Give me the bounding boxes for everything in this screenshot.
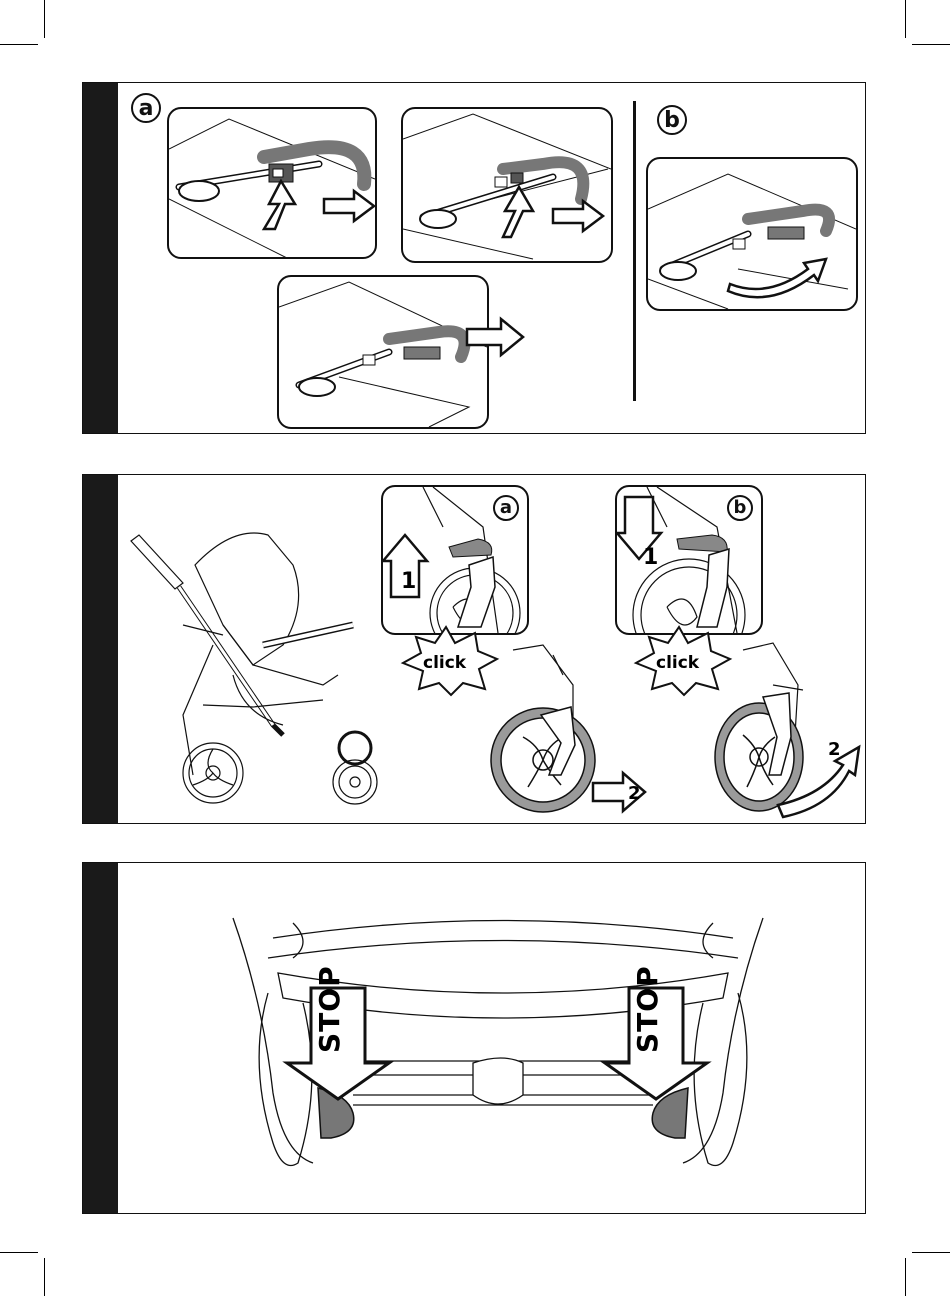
handlebar-pull-drawing — [279, 277, 487, 427]
stop-label-right: STOP — [631, 993, 664, 1053]
step-number-2a: 2 — [628, 783, 641, 804]
crop-mark-bottom-right-h — [912, 1252, 950, 1253]
panel-side-bar — [83, 83, 118, 433]
illustration-press-button-2 — [401, 107, 613, 263]
click-label-b: click — [656, 653, 699, 673]
illustration-pull-handlebar — [277, 275, 489, 429]
illustration-rotate-handlebar — [646, 157, 858, 311]
step-number-2b: 2 — [828, 739, 841, 760]
crop-mark-top-left-h — [0, 44, 38, 45]
inset-badge-b: b — [727, 495, 753, 521]
inset-badge-a: a — [493, 495, 519, 521]
handlebar-press-drawing-2 — [403, 109, 611, 261]
illustration-lever-up: a 1 — [381, 485, 529, 635]
stop-label-left: STOP — [313, 993, 346, 1053]
step-badge-b: b — [657, 105, 687, 135]
crop-mark-top-right-v — [905, 0, 906, 38]
click-label-a: click — [423, 653, 466, 673]
step-badge-a: a — [131, 93, 161, 123]
crop-mark-top-left-v — [44, 0, 45, 38]
panel-brake-stop: STOP STOP — [82, 862, 866, 1214]
panel-front-wheel-swivel: a 1 b 1 click click — [82, 474, 866, 824]
step-number-1b: 1 — [643, 545, 658, 570]
handlebar-press-drawing-1 — [169, 109, 375, 257]
section-divider — [633, 101, 636, 401]
crop-mark-bottom-left-v — [44, 1258, 45, 1296]
stroller-rear-view-drawing — [83, 863, 866, 1214]
panel-handlebar-removal: a b — [82, 82, 866, 434]
crop-mark-top-right-h — [912, 44, 950, 45]
crop-mark-bottom-right-v — [905, 1258, 906, 1296]
step-number-1a: 1 — [401, 569, 416, 594]
illustration-lever-down: b 1 — [615, 485, 763, 635]
handlebar-rotate-drawing — [648, 159, 856, 309]
illustration-press-button-1 — [167, 107, 377, 259]
crop-mark-bottom-left-h — [0, 1252, 38, 1253]
